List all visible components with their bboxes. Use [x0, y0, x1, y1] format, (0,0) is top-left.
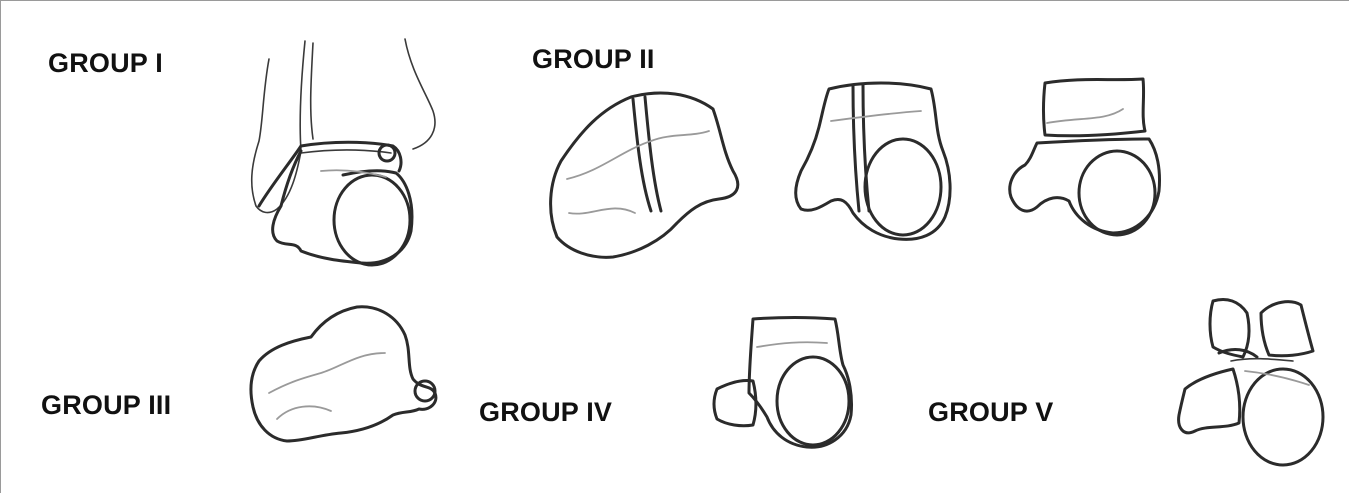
group-2-drawing-c: [1010, 79, 1160, 235]
group-1-drawing: [252, 39, 435, 265]
group-5-drawing: [1179, 300, 1323, 466]
group-3-drawing: [251, 307, 436, 441]
group-2-drawing-b: [796, 83, 950, 239]
group-4-drawing: [714, 318, 852, 448]
group-2-drawing-a: [551, 93, 738, 257]
